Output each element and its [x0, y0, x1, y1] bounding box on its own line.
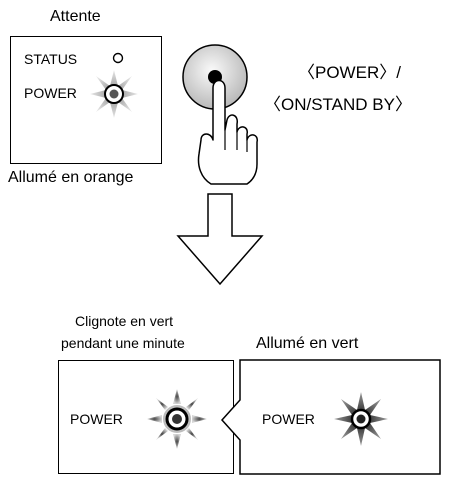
blink-caption-line2: pendant une minute — [61, 335, 185, 351]
pointing-hand-icon — [197, 79, 258, 185]
on-indicator-panel — [220, 359, 441, 475]
on-caption: Allumé en vert — [256, 335, 359, 352]
power-button-label-line2: 〈ON/STAND BY〉 — [264, 95, 412, 114]
standby-caption: Allumé en orange — [8, 169, 134, 186]
power-label: POWER — [24, 85, 77, 101]
led-blink-icon — [147, 389, 207, 449]
status-label: STATUS — [24, 51, 78, 67]
led-status-icon — [112, 52, 124, 64]
led-glow-icon — [90, 70, 138, 118]
standby-title: Attente — [50, 8, 101, 25]
right-power-label: POWER — [262, 411, 315, 427]
blink-caption-line1: Clignote en vert — [75, 313, 174, 329]
blinking-indicator-panel — [58, 360, 234, 474]
led-glow-icon — [334, 392, 388, 446]
standby-indicator-panel — [10, 36, 162, 164]
down-arrow-icon — [176, 193, 264, 286]
left-power-label: POWER — [70, 411, 123, 427]
power-button-label-line1: 〈POWER〉/ — [298, 63, 401, 82]
